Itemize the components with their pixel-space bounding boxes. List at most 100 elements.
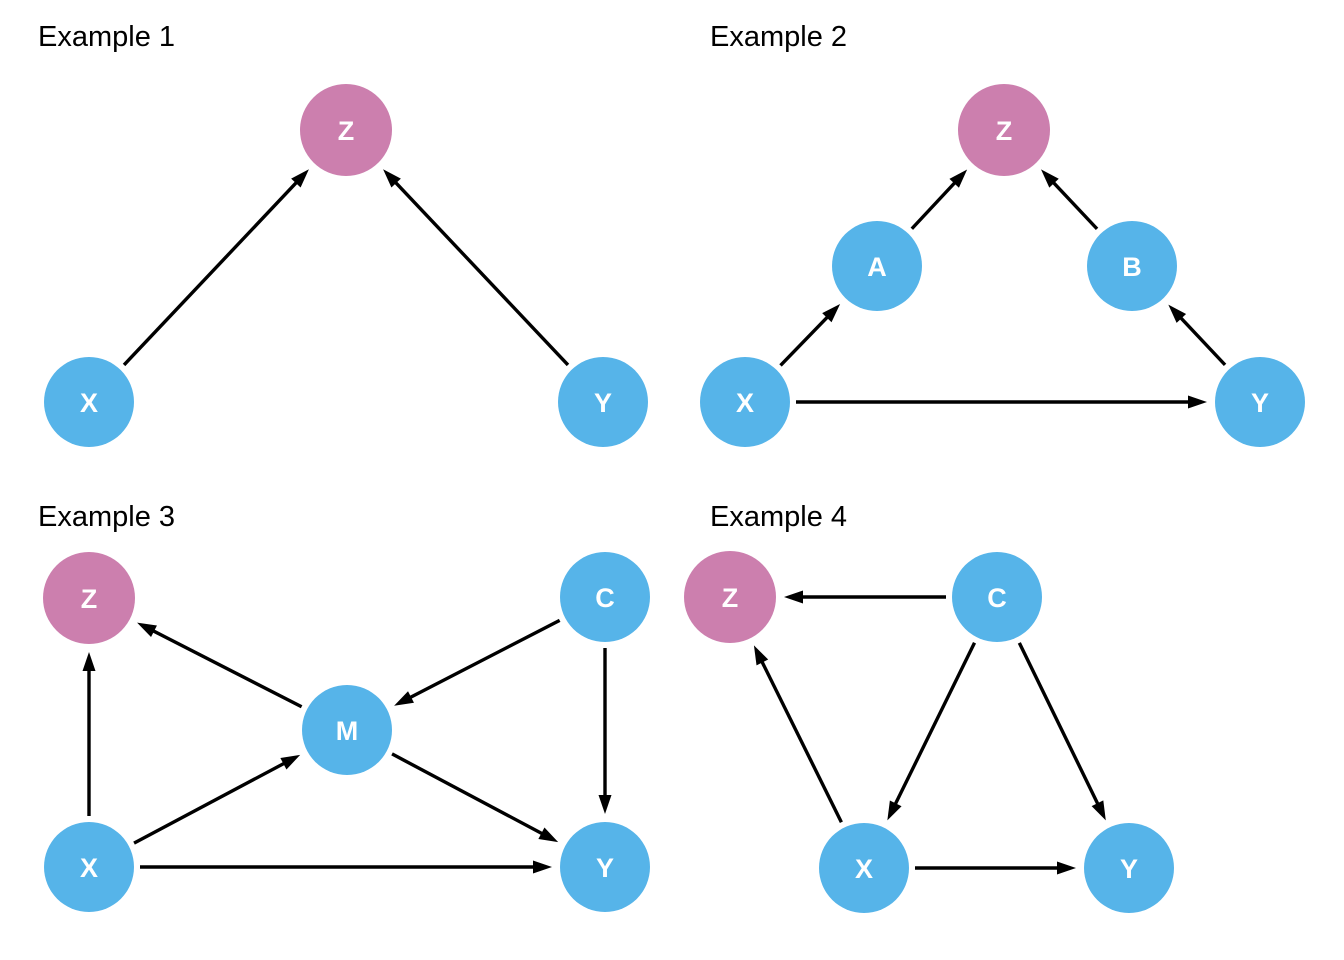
node-y[interactable]: Y <box>558 357 648 447</box>
nodes-layer: Z C X Y <box>684 551 1174 913</box>
node-y[interactable]: Y <box>560 822 650 912</box>
edge-M-to-Y <box>391 752 559 843</box>
node-label: Y <box>594 388 612 418</box>
node-a[interactable]: A <box>832 221 922 311</box>
node-circle[interactable] <box>1215 357 1305 447</box>
dag-graph: Z A B X Y <box>700 84 1305 447</box>
nodes-layer: Z C M X Y <box>43 552 650 912</box>
node-label: C <box>987 583 1007 613</box>
node-label: Z <box>722 583 739 613</box>
node-label: Z <box>81 584 98 614</box>
node-label: Y <box>596 853 614 883</box>
arrowhead-icon <box>887 800 902 821</box>
edge-X-to-Y <box>796 395 1207 409</box>
edges-layer <box>779 169 1227 409</box>
edges-layer <box>122 169 570 367</box>
node-circle[interactable] <box>952 552 1042 642</box>
edge-C-to-Z <box>784 590 946 604</box>
node-z[interactable]: Z <box>300 84 392 176</box>
node-circle[interactable] <box>832 221 922 311</box>
arrowhead-icon <box>137 622 157 638</box>
arrowhead-icon <box>291 169 309 188</box>
node-m[interactable]: M <box>302 685 392 775</box>
arrowhead-icon <box>82 652 96 671</box>
node-x[interactable]: X <box>819 823 909 913</box>
edge-X-to-Z <box>122 169 309 367</box>
node-b[interactable]: B <box>1087 221 1177 311</box>
edges-layer <box>753 590 1106 875</box>
node-circle[interactable] <box>958 84 1050 176</box>
node-label: X <box>736 388 754 418</box>
dag-graph: Z C X Y <box>684 551 1174 913</box>
node-circle[interactable] <box>1087 221 1177 311</box>
node-label: Y <box>1251 388 1269 418</box>
edge-C-to-M <box>394 618 561 706</box>
edge-C-to-Y <box>1017 642 1106 821</box>
node-z[interactable]: Z <box>684 551 776 643</box>
node-circle[interactable] <box>700 357 790 447</box>
arrowhead-icon <box>1168 304 1187 323</box>
node-circle[interactable] <box>1084 823 1174 913</box>
node-circle[interactable] <box>44 357 134 447</box>
node-circle[interactable] <box>43 552 135 644</box>
nodes-layer: Z A B X Y <box>700 84 1305 447</box>
node-circle[interactable] <box>300 84 392 176</box>
edge-C-to-Y <box>598 648 612 814</box>
arrowhead-icon <box>784 590 803 604</box>
edge-C-to-X <box>887 642 977 821</box>
node-label: X <box>80 853 98 883</box>
edge-X-to-Z <box>753 645 843 824</box>
arrowhead-icon <box>383 169 401 188</box>
edge-X-to-M <box>133 754 301 845</box>
node-circle[interactable] <box>44 822 134 912</box>
panel-title: Example 1 <box>38 21 176 53</box>
arrowhead-icon <box>822 304 841 323</box>
panel-title: Example 2 <box>710 21 848 53</box>
node-label: X <box>80 388 98 418</box>
edge-X-to-Y <box>140 860 552 874</box>
arrowhead-icon <box>394 691 414 706</box>
node-y[interactable]: Y <box>1084 823 1174 913</box>
node-circle[interactable] <box>558 357 648 447</box>
node-label: C <box>595 583 615 613</box>
node-circle[interactable] <box>302 685 392 775</box>
edge-X-to-A <box>779 304 841 367</box>
node-label: B <box>1122 252 1142 282</box>
node-y[interactable]: Y <box>1215 357 1305 447</box>
edge-Y-to-Z <box>383 169 570 367</box>
arrowhead-icon <box>533 860 552 874</box>
dag-graph: Z X Y <box>44 84 648 447</box>
node-circle[interactable] <box>560 822 650 912</box>
node-c[interactable]: C <box>952 552 1042 642</box>
node-label: M <box>336 716 359 746</box>
arrowhead-icon <box>598 795 612 814</box>
arrowhead-icon <box>1091 800 1106 821</box>
node-circle[interactable] <box>819 823 909 913</box>
node-c[interactable]: C <box>560 552 650 642</box>
node-x[interactable]: X <box>44 357 134 447</box>
node-z[interactable]: Z <box>958 84 1050 176</box>
edge-B-to-Z <box>1041 169 1099 231</box>
arrowhead-icon <box>949 169 968 188</box>
nodes-layer: Z X Y <box>44 84 648 447</box>
arrowhead-icon <box>1041 169 1059 188</box>
node-label: Z <box>996 116 1013 146</box>
panel-example-4: Example 4 Z C X Y <box>672 480 1344 960</box>
node-label: Y <box>1120 854 1138 884</box>
node-circle[interactable] <box>684 551 776 643</box>
panel-title: Example 4 <box>710 501 848 533</box>
arrowhead-icon <box>1057 861 1076 875</box>
edge-M-to-Z <box>137 622 303 709</box>
node-x[interactable]: X <box>44 822 134 912</box>
node-label: X <box>855 854 873 884</box>
node-circle[interactable] <box>560 552 650 642</box>
arrowhead-icon <box>280 754 301 770</box>
node-x[interactable]: X <box>700 357 790 447</box>
arrowhead-icon <box>753 645 769 666</box>
arrowhead-icon <box>538 827 559 843</box>
arrowhead-icon <box>1188 395 1207 409</box>
edges-layer <box>82 618 612 874</box>
node-z[interactable]: Z <box>43 552 135 644</box>
